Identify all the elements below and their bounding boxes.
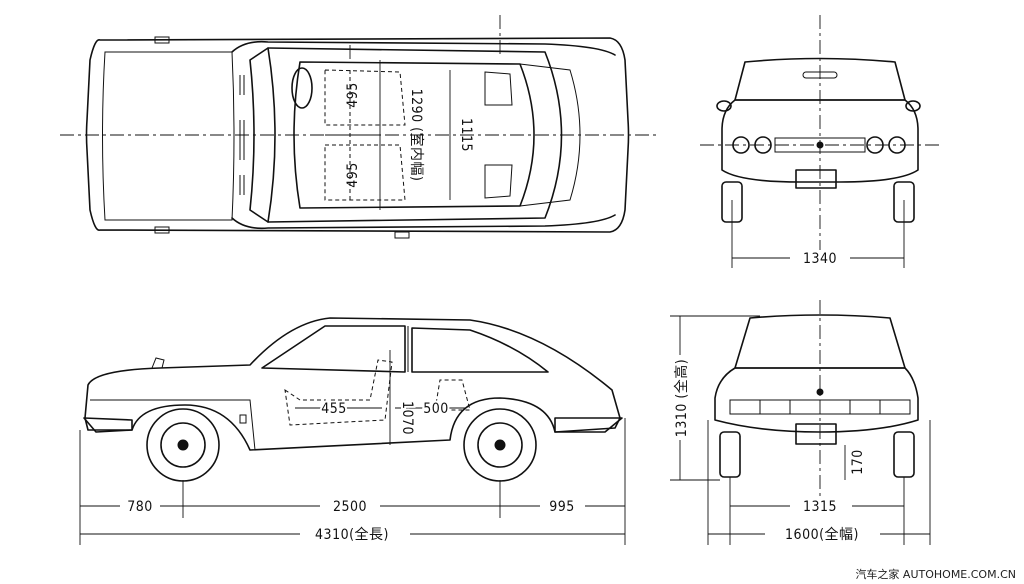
dim-rear-track: 1315 xyxy=(803,499,837,515)
dim-front-track: 1340 xyxy=(803,251,837,267)
dim-overall-height: 1310 (全高) xyxy=(673,359,690,437)
dim-wheelbase: 2500 xyxy=(333,499,367,515)
top-view: 495 495 1290 (室内幅) 1115 xyxy=(60,15,660,239)
dim-ground-clearance: 170 xyxy=(850,449,866,475)
rear-view: 1310 (全高) 170 1315 1600(全幅) xyxy=(670,300,931,545)
dim-rear-seat-width: 495 xyxy=(345,82,361,108)
watermark: 汽车之家 AUTOHOME.COM.CN xyxy=(855,567,1016,581)
dim-front-seat-width: 495 xyxy=(345,162,361,188)
dim-front-seat-depth: 455 xyxy=(321,401,347,417)
dim-front-overhang: 780 xyxy=(127,499,153,515)
dim-seat-span: 1115 xyxy=(458,118,474,152)
side-view: 455 500 1070 780 2500 995 4310(全長) xyxy=(79,317,626,545)
dim-rear-overhang: 995 xyxy=(549,499,575,515)
dim-rear-seat-depth: 500 xyxy=(423,401,449,417)
dim-seat-height: 1070 xyxy=(399,401,415,435)
dim-overall-width: 1600(全幅) xyxy=(785,526,859,543)
front-view: 1340 xyxy=(700,15,940,268)
dim-interior-width: 1290 (室内幅) xyxy=(408,89,425,182)
dim-overall-length: 4310(全長) xyxy=(315,526,389,543)
